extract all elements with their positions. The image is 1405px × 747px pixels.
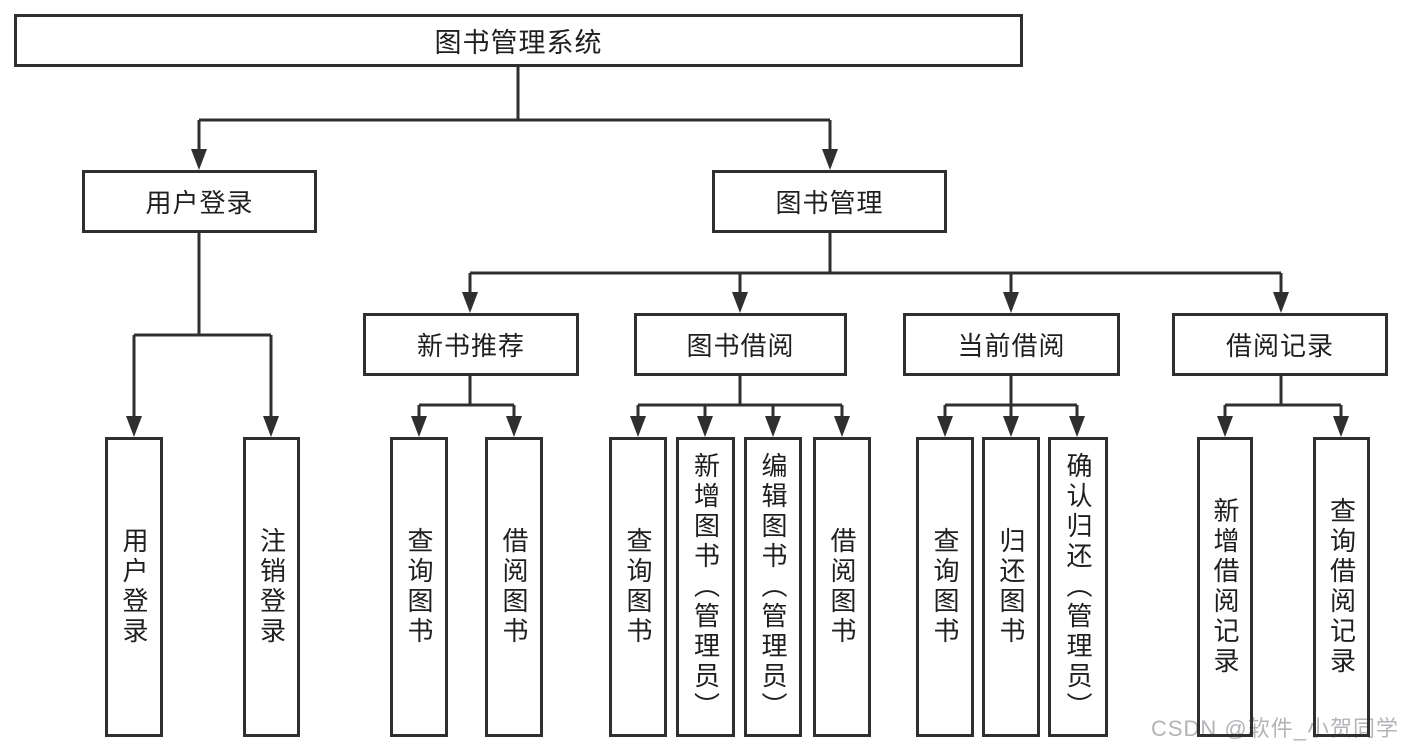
leaf-edit-books-admin: 编辑图书（管理员）	[744, 437, 802, 737]
leaf-confirm-return-admin: 确认归还（管理员）	[1048, 437, 1108, 737]
arrowhead-icon	[630, 416, 646, 437]
arrowhead-icon	[1003, 292, 1019, 313]
arrowhead-icon	[462, 292, 478, 313]
arrowhead-icon	[1003, 416, 1019, 437]
node-label: 用户登录	[145, 188, 254, 218]
connector-records-to-leaves	[1223, 376, 1343, 419]
node-label: 查询图书	[404, 527, 434, 647]
leaf-search-books-2: 查询图书	[609, 437, 667, 737]
connector-current-to-leaves	[943, 376, 1079, 419]
arrowhead-icon	[191, 149, 207, 170]
node-label: 查询借阅记录	[1326, 497, 1357, 677]
node-book-borrowing: 图书借阅	[634, 313, 847, 376]
connector-bookmgmt-to-level3	[468, 233, 1283, 295]
node-label: 借阅图书	[827, 527, 857, 647]
node-current-borrowing: 当前借阅	[903, 313, 1120, 376]
node-label: 图书借阅	[686, 331, 795, 361]
leaf-search-books-3: 查询图书	[916, 437, 974, 737]
leaf-search-borrow-record: 查询借阅记录	[1313, 437, 1370, 737]
node-label: 用户登录	[119, 527, 149, 647]
node-label: 新增借阅记录	[1210, 497, 1240, 677]
node-label: 图书管理	[775, 188, 884, 218]
arrowhead-icon	[697, 416, 713, 437]
arrowhead-icon	[834, 416, 850, 437]
node-label: 编辑图书（管理员）	[758, 452, 788, 722]
arrowhead-icon	[765, 416, 781, 437]
node-library-management-system: 图书管理系统	[14, 14, 1023, 67]
arrowhead-icon	[506, 416, 522, 437]
connector-userlogin-to-leaves	[132, 233, 273, 419]
node-label: 当前借阅	[957, 331, 1066, 361]
node-label: 借阅记录	[1225, 331, 1334, 361]
node-label: 新增图书（管理员）	[690, 452, 721, 722]
node-borrowing-records: 借阅记录	[1172, 313, 1388, 376]
leaf-search-books-1: 查询图书	[390, 437, 448, 737]
node-book-management: 图书管理	[712, 170, 947, 233]
node-label: 图书管理系统	[434, 28, 603, 58]
leaf-return-books: 归还图书	[982, 437, 1040, 737]
node-new-book-recommend: 新书推荐	[363, 313, 579, 376]
connector-newrec-to-leaves	[417, 376, 516, 419]
connector-borrow-to-leaves	[636, 376, 844, 419]
arrowhead-icon	[937, 416, 953, 437]
leaf-add-books-admin: 新增图书（管理员）	[676, 437, 735, 737]
arrowhead-icon	[411, 416, 427, 437]
arrowhead-icon	[1217, 416, 1233, 437]
node-label: 查询图书	[623, 527, 653, 647]
arrowhead-icon	[822, 149, 838, 170]
node-label: 新书推荐	[416, 331, 525, 361]
node-label: 确认归还（管理员）	[1063, 452, 1093, 722]
node-user-login: 用户登录	[82, 170, 317, 233]
leaf-borrow-books-2: 借阅图书	[813, 437, 871, 737]
leaf-borrow-books-1: 借阅图书	[485, 437, 543, 737]
node-label: 注销登录	[256, 527, 287, 647]
arrowhead-icon	[732, 292, 748, 313]
leaf-add-borrow-record: 新增借阅记录	[1197, 437, 1253, 737]
node-label: 借阅图书	[499, 527, 529, 647]
arrowhead-icon	[126, 416, 142, 437]
node-label: 查询图书	[930, 527, 960, 647]
arrowhead-icon	[1273, 292, 1289, 313]
connector-root-to-level2	[197, 67, 832, 152]
leaf-user-login: 用户登录	[105, 437, 163, 737]
arrowhead-icon	[1069, 416, 1085, 437]
arrowhead-icon	[263, 416, 279, 437]
leaf-logout: 注销登录	[243, 437, 300, 737]
node-label: 归还图书	[996, 527, 1026, 647]
arrowhead-icon	[1333, 416, 1349, 437]
